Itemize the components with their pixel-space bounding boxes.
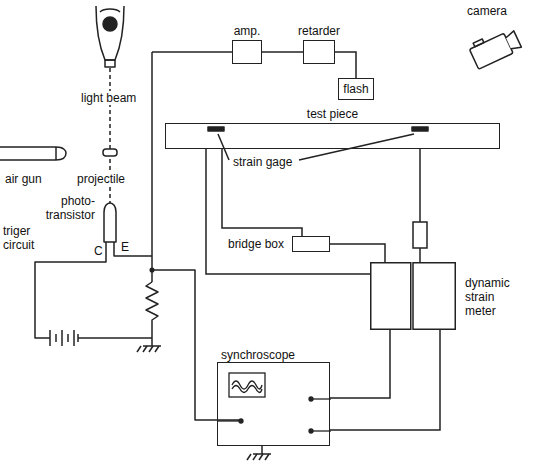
- leader-line: [218, 134, 229, 160]
- node-label: test piece: [306, 107, 359, 121]
- flash-box: flash: [338, 78, 374, 100]
- meter-outline: [370, 262, 456, 330]
- camera-symbol: [468, 25, 522, 69]
- signal-wire: [262, 51, 303, 53]
- air-gun: [0, 147, 66, 160]
- input-lead: [311, 430, 331, 431]
- test-piece: test piece: [165, 123, 500, 149]
- bridge-box-small: [413, 222, 427, 248]
- part-label: camera: [466, 4, 508, 18]
- signal-wire: [206, 149, 370, 274]
- bridge-box: bridge box: [292, 236, 330, 252]
- meter-channel: [413, 263, 455, 330]
- gun-barrel: [0, 147, 66, 160]
- signal-wire: [330, 330, 440, 430]
- hand-outline: [96, 6, 124, 60]
- collector-wire: [35, 242, 106, 338]
- ground-symbol: [247, 446, 271, 460]
- part-label: projectile: [76, 172, 126, 186]
- battery-wire: [78, 337, 152, 339]
- input-lead: [311, 398, 331, 399]
- trigger-output-wire: [151, 52, 153, 282]
- signal-wire: [330, 330, 390, 398]
- node-label: retarder: [297, 24, 341, 38]
- amplifier-box: amp.: [232, 40, 262, 64]
- finger-line: [100, 9, 120, 12]
- strain-gage-mark: [412, 127, 428, 131]
- trigger-to-amp-wire: [152, 51, 232, 53]
- battery-symbol: [48, 330, 78, 346]
- synchroscope-box: synchroscope: [217, 362, 330, 446]
- ground-symbol: [137, 338, 161, 352]
- pin-name: C: [93, 244, 104, 258]
- lamp-socket: [105, 60, 115, 67]
- input-lead: [218, 420, 241, 421]
- part-label: photo- transistor: [30, 194, 96, 222]
- node-label: dynamic strain meter: [464, 276, 522, 318]
- trigger-to-scope-wire: [152, 270, 240, 420]
- leader-line: [299, 134, 414, 160]
- pin-name: E: [120, 240, 130, 254]
- signal-wire: [330, 244, 385, 262]
- retarder-box: retarder: [303, 40, 335, 64]
- scope-screen: [229, 373, 265, 397]
- meter-channel: [371, 263, 411, 330]
- part-label: air gun: [4, 172, 43, 186]
- scope-wave: [232, 386, 262, 393]
- junction-dot: [150, 268, 154, 272]
- part-label: light beam: [80, 91, 137, 105]
- gun-muzzle: [55, 147, 57, 160]
- resistor-symbol: [146, 282, 158, 338]
- node-label: synchroscope: [220, 348, 296, 362]
- part-label: strain gage: [232, 155, 293, 169]
- scope-detail: [218, 363, 329, 445]
- light-source: [96, 6, 124, 67]
- signal-wire: [222, 149, 302, 236]
- part-label: triger circuit: [2, 224, 48, 252]
- node-label: amp.: [233, 24, 262, 38]
- strain-gage-mark: [208, 127, 224, 131]
- phototransistor-body: [104, 203, 116, 242]
- projectile-body: [103, 149, 117, 156]
- signal-wire: [335, 52, 356, 78]
- lamp-bulb: [103, 17, 117, 31]
- node-label: bridge box: [227, 237, 285, 251]
- strain-meter: dynamic strain meter: [370, 262, 456, 330]
- node-label: flash: [343, 82, 368, 96]
